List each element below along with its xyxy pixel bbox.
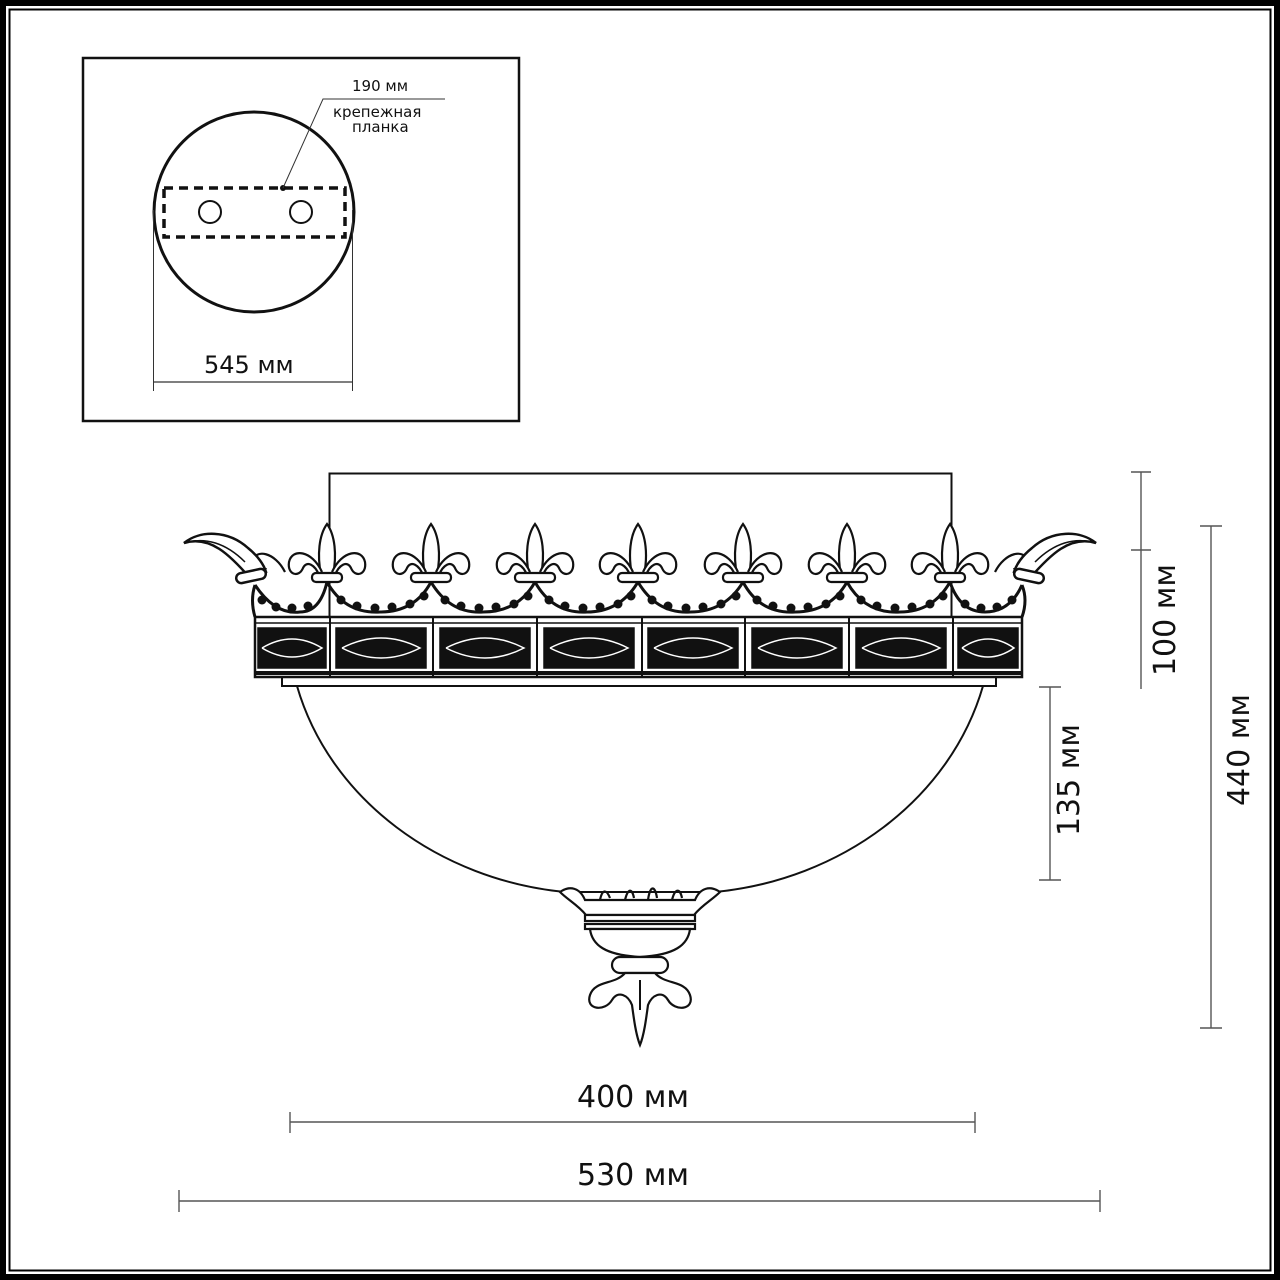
decorative-band: [253, 615, 1024, 679]
mount-plate-inset: [81, 56, 521, 423]
total-height-label: 440 мм: [1222, 693, 1257, 807]
crown-beads: [257, 591, 1017, 613]
mounting-strip: [162, 186, 347, 239]
bowl-height-label: 135 мм: [1052, 723, 1087, 837]
side-horn-left: [183, 532, 268, 585]
total-width-label: 530 мм: [577, 1158, 690, 1193]
bowl-width-label: 400 мм: [577, 1080, 690, 1115]
fleur-de-lis-row: [250, 522, 1030, 584]
screw-hole-right: [289, 200, 313, 224]
crown-height-label: 100 мм: [1148, 563, 1183, 677]
bottom-finial: [558, 887, 722, 1048]
fixture-drawing: [183, 472, 1097, 1048]
glass-bowl: [296, 685, 984, 893]
dimension-lines: [178, 471, 1222, 1212]
band-dividers: [255, 617, 1022, 677]
strip-name-line1: крепежная: [333, 103, 422, 121]
canopy-diameter-label: 545 мм: [204, 351, 294, 379]
strip-name-line2: планка: [352, 118, 409, 136]
side-horn-right: [1012, 532, 1097, 585]
strip-width-label: 190 мм: [352, 77, 409, 95]
band-panels: [257, 627, 1019, 669]
screw-hole-left: [198, 200, 222, 224]
leader-line: [282, 98, 445, 189]
band-panel-eyes: [261, 637, 1016, 659]
